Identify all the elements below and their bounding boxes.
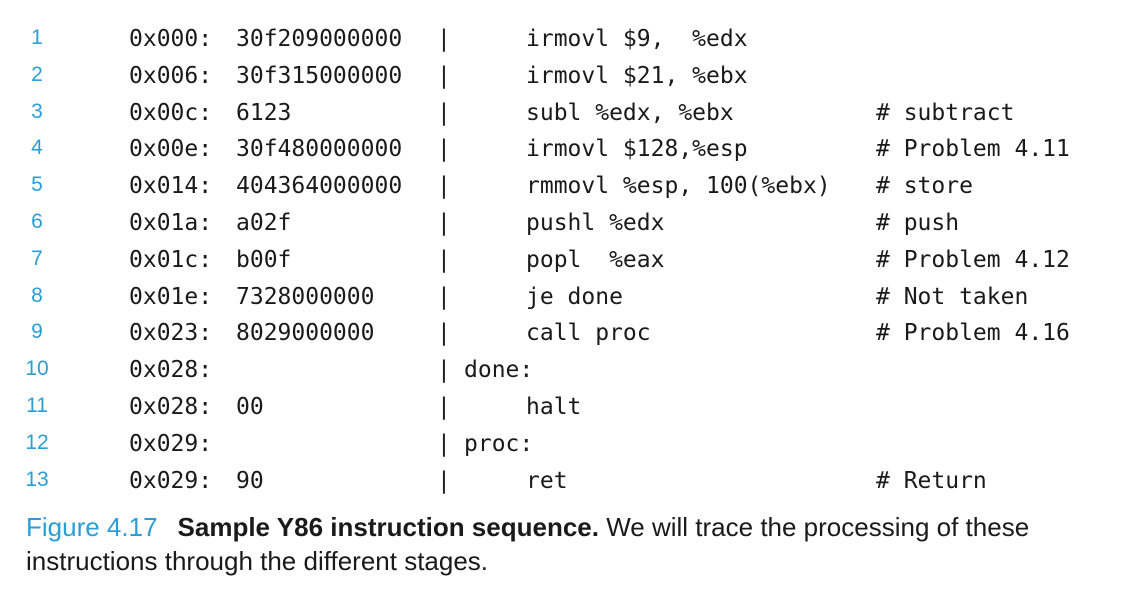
instruction: irmovl $128,%esp — [526, 136, 748, 163]
instruction: irmovl $9, %edx — [526, 26, 748, 52]
figure-caption: Figure 4.17 Sample Y86 instruction sequen… — [26, 510, 1106, 578]
code-line: 9 0x023: 8029000000 | call proc # Problem 4.1… — [0, 316, 1122, 353]
line-number: 6 — [31, 209, 43, 233]
line-number: 1 — [31, 26, 43, 49]
code-line: 5 0x014: 404364000000 | rmmovl %esp, 100(%eb… — [0, 169, 1122, 206]
code-comment: # Problem 4.11 — [876, 136, 1070, 163]
machine-code: 7328000000 — [236, 283, 375, 310]
column-separator: | — [437, 62, 451, 89]
column-separator: | — [437, 430, 451, 457]
machine-code: 00 — [236, 393, 264, 420]
line-number: 11 — [26, 393, 48, 417]
address: 0x006: — [129, 62, 213, 89]
address: 0x00e: — [129, 136, 213, 163]
column-separator: | — [437, 393, 451, 420]
column-separator: | — [437, 467, 451, 494]
column-separator: | — [437, 136, 451, 163]
address: 0x023: — [129, 320, 213, 347]
line-number: 2 — [31, 62, 43, 86]
address: 0x028: — [129, 393, 213, 420]
address: 0x029: — [129, 467, 213, 494]
line-number: 8 — [31, 283, 43, 307]
code-line: 3 0x00c: 6123 | subl %edx, %ebx # subtract — [0, 96, 1122, 133]
code-line: 1 0x000: 30f209000000 | irmovl $9, %edx — [0, 22, 1122, 59]
instruction: popl %eax — [526, 246, 665, 273]
instruction: je done — [526, 283, 623, 310]
instruction: irmovl $21, %ebx — [526, 62, 748, 89]
machine-code: 404364000000 — [236, 173, 403, 200]
machine-code: 8029000000 — [236, 320, 375, 347]
column-separator: | — [437, 283, 451, 310]
address: 0x029: — [129, 430, 213, 457]
code-line: 6 0x01a: a02f | pushl %edx # push — [0, 206, 1122, 243]
code-listing: 1 0x000: 30f209000000 | irmovl $9, %edx 2 0x00… — [0, 22, 1122, 500]
code-comment: # push — [876, 209, 960, 236]
line-number: 4 — [31, 136, 43, 160]
code-line: 10 0x028: | done: — [0, 353, 1122, 390]
code-comment: # Return — [876, 467, 987, 494]
code-line: 4 0x00e: 30f480000000 | irmovl $128,%esp # Pr… — [0, 132, 1122, 169]
code-line: 7 0x01c: b00f | popl %eax # Problem 4.12 — [0, 243, 1122, 280]
line-number: 9 — [31, 320, 43, 344]
machine-code: 90 — [236, 467, 264, 494]
code-line: 13 0x029: 90 | ret # Return — [0, 464, 1122, 501]
line-number: 10 — [25, 357, 49, 381]
code-line: 8 0x01e: 7328000000 | je done # Not taken — [0, 280, 1122, 317]
address: 0x01e: — [129, 283, 213, 310]
line-number: 13 — [25, 467, 49, 491]
line-number: 5 — [31, 173, 43, 197]
address: 0x01c: — [129, 246, 213, 273]
code-line: 11 0x028: 00 | halt — [0, 390, 1122, 427]
instruction: ret — [526, 467, 568, 494]
address: 0x01a: — [129, 209, 213, 236]
figure-title: Sample Y86 instruction sequence. — [177, 512, 599, 542]
machine-code: 30f209000000 — [236, 26, 403, 52]
address: 0x028: — [129, 357, 213, 384]
figure-label: Figure 4.17 — [26, 512, 158, 542]
address: 0x000: — [129, 26, 213, 52]
column-separator: | — [437, 99, 451, 126]
machine-code: a02f — [236, 209, 292, 236]
code-comment: # store — [876, 173, 973, 200]
instruction: pushl %edx — [526, 209, 665, 236]
instruction: call proc — [526, 320, 651, 347]
address: 0x00c: — [129, 99, 213, 126]
code-line: 2 0x006: 30f315000000 | irmovl $21, %ebx — [0, 59, 1122, 96]
instruction: rmmovl %esp, 100(%ebx) — [526, 173, 831, 200]
instruction: halt — [526, 393, 582, 420]
code-comment: # Not taken — [876, 283, 1029, 310]
line-number: 3 — [31, 99, 43, 123]
machine-code: 6123 — [236, 99, 292, 126]
column-separator: | — [437, 209, 451, 236]
line-number: 7 — [31, 246, 43, 270]
instruction: subl %edx, %ebx — [526, 99, 734, 126]
code-label: done: — [464, 357, 534, 384]
machine-code: b00f — [236, 246, 292, 273]
code-label: proc: — [464, 430, 534, 457]
machine-code: 30f315000000 — [236, 62, 403, 89]
column-separator: | — [437, 173, 451, 200]
column-separator: | — [437, 26, 451, 52]
column-separator: | — [437, 320, 451, 347]
column-separator: | — [437, 357, 451, 384]
figure-caption-text: We will trace the processing of these in… — [26, 512, 1030, 576]
code-comment: # Problem 4.12 — [876, 246, 1070, 273]
machine-code: 30f480000000 — [236, 136, 403, 163]
code-comment: # Problem 4.16 — [876, 320, 1070, 347]
address: 0x014: — [129, 173, 213, 200]
column-separator: | — [437, 246, 451, 273]
code-line: 12 0x029: | proc: — [0, 427, 1122, 464]
line-number: 12 — [25, 430, 49, 454]
code-comment: # subtract — [876, 99, 1015, 126]
